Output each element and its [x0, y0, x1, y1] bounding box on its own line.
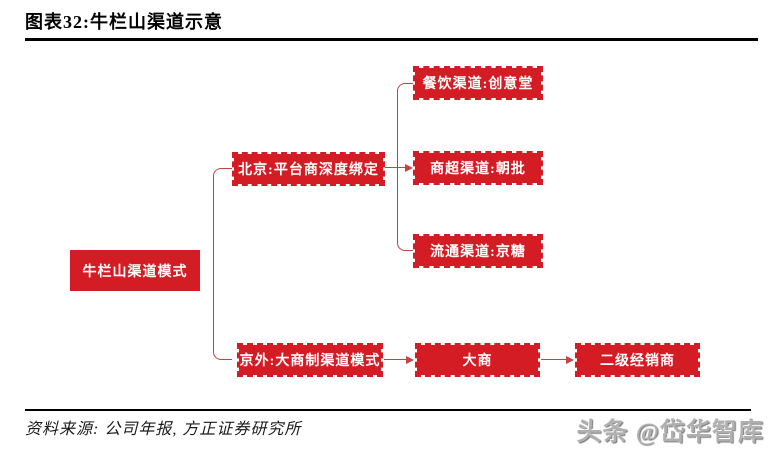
arrowhead-dashang-icon	[406, 355, 414, 364]
source-note: 资料来源: 公司年报, 方正证券研究所	[25, 421, 302, 438]
node-beijing: 北京:平台商深度绑定	[232, 152, 385, 186]
node-root-label: 牛栏山渠道模式	[82, 264, 188, 280]
connector-jingwai-dashang	[384, 359, 407, 360]
title-rule	[25, 38, 758, 41]
node-beijing-label: 北京:平台商深度绑定	[238, 163, 379, 178]
arrowhead-secondary-icon	[566, 355, 574, 364]
connector-dashang-secondary	[541, 359, 567, 360]
node-dashang-label: 大商	[462, 354, 493, 369]
figure-title: 图表32:牛栏山渠道示意	[25, 12, 223, 32]
connector-left-bracket	[213, 168, 232, 360]
node-jingwai-label: 京外:大商制渠道模式	[239, 354, 381, 369]
node-circulation: 流通渠道:京糖	[413, 234, 543, 268]
node-supermarket: 商超渠道:朝批	[413, 151, 543, 185]
node-circulation-label: 流通渠道:京糖	[430, 245, 526, 260]
node-jingwai: 京外:大商制渠道模式	[237, 343, 383, 377]
node-secondary: 二级经销商	[575, 343, 700, 377]
node-supermarket-label: 商超渠道:朝批	[430, 162, 526, 177]
node-catering-label: 餐饮渠道:创意堂	[422, 77, 534, 92]
node-secondary-label: 二级经销商	[600, 354, 675, 369]
watermark-text: 头条 @岱华智库	[576, 419, 764, 446]
footer-rule	[25, 409, 751, 411]
node-dashang: 大商	[415, 343, 540, 377]
node-root: 牛栏山渠道模式	[70, 250, 200, 291]
connector-beijing-supermarket	[385, 167, 407, 168]
node-catering: 餐饮渠道:创意堂	[413, 66, 543, 100]
arrowhead-supermarket-icon	[405, 163, 413, 172]
